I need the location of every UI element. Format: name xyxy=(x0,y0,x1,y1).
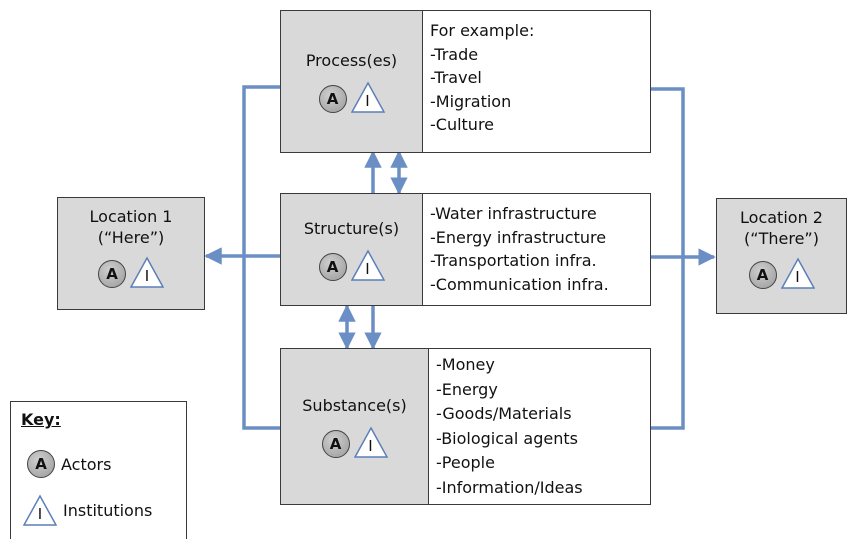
list-item: -Energy infrastructure xyxy=(430,227,607,247)
legend-key: Key: A Actors I Institutions xyxy=(10,401,187,539)
list-item: -Migration xyxy=(430,91,512,111)
list-item: -People xyxy=(436,453,495,472)
list-item: -Biological agents xyxy=(436,428,578,448)
list-item: -Transportation infra. xyxy=(430,251,597,270)
legend-title: Key: xyxy=(21,410,61,429)
substance-title: Substance(s) xyxy=(302,396,407,415)
process-title-box: Process(es) A I xyxy=(280,10,423,153)
list-item: -Culture xyxy=(430,115,495,134)
institution-icon: I xyxy=(130,256,164,288)
process-symbols: A I xyxy=(318,81,385,113)
location-1-title: Location 1 xyxy=(89,207,173,226)
legend-row-institutions: I Institutions xyxy=(23,494,152,526)
process-examples-box: For example: -Trade -Travel -Migration -… xyxy=(422,10,651,153)
location-1-symbols: A I xyxy=(98,256,164,288)
structure-examples-list: -Water infrastructure -Energy infrastruc… xyxy=(430,202,644,296)
institution-icon: I xyxy=(780,257,815,289)
institution-icon: I xyxy=(23,494,57,526)
substance-title-box: Substance(s) A I xyxy=(280,348,429,505)
structure-examples-box: -Water infrastructure -Energy infrastruc… xyxy=(422,193,651,306)
location-2-subtitle: (“There”) xyxy=(744,229,819,248)
structure-symbols: A I xyxy=(318,249,385,281)
structure-title-box: Structure(s) A I xyxy=(280,193,423,306)
legend-actors-label: Actors xyxy=(61,454,112,474)
list-item: -Travel xyxy=(430,68,482,87)
structure-title: Structure(s) xyxy=(303,219,400,238)
substance-examples-box: -Money -Energy -Goods/Materials -Biologi… xyxy=(428,348,651,505)
actor-icon: A xyxy=(321,430,350,458)
list-item: -Information/Ideas xyxy=(436,477,583,497)
legend-row-actors: A Actors xyxy=(27,450,111,478)
list-item: -Communication infra. xyxy=(430,274,609,294)
substance-symbols: A I xyxy=(321,426,388,458)
location-2-symbols: A I xyxy=(748,257,815,289)
actor-icon: A xyxy=(318,85,347,113)
list-item: -Energy xyxy=(436,379,498,399)
institution-icon: I xyxy=(350,81,385,113)
actor-icon: A xyxy=(748,261,777,289)
actor-icon: A xyxy=(27,450,55,478)
institution-icon: I xyxy=(350,249,385,281)
institution-icon: I xyxy=(353,426,388,458)
process-examples-list: -Trade -Travel -Migration -Culture xyxy=(430,43,644,137)
location-2-title: Location 2 xyxy=(740,208,823,227)
list-item: -Goods/Materials xyxy=(436,404,572,423)
location-2-box: Location 2 (“There”) A I xyxy=(716,198,847,314)
process-title: Process(es) xyxy=(305,51,398,70)
legend-institutions-label: Institutions xyxy=(63,500,153,520)
list-item: -Money xyxy=(436,355,495,374)
substance-examples-list: -Money -Energy -Goods/Materials -Biologi… xyxy=(436,353,644,500)
list-item: -Water infrastructure xyxy=(430,204,597,223)
actor-icon: A xyxy=(98,260,126,288)
location-1-box: Location 1 (“Here”) A I xyxy=(57,197,205,310)
process-examples-heading: For example: xyxy=(430,21,535,40)
location-1-subtitle: (“Here”) xyxy=(97,228,165,247)
actor-icon: A xyxy=(318,253,347,281)
list-item: -Trade xyxy=(430,44,479,64)
